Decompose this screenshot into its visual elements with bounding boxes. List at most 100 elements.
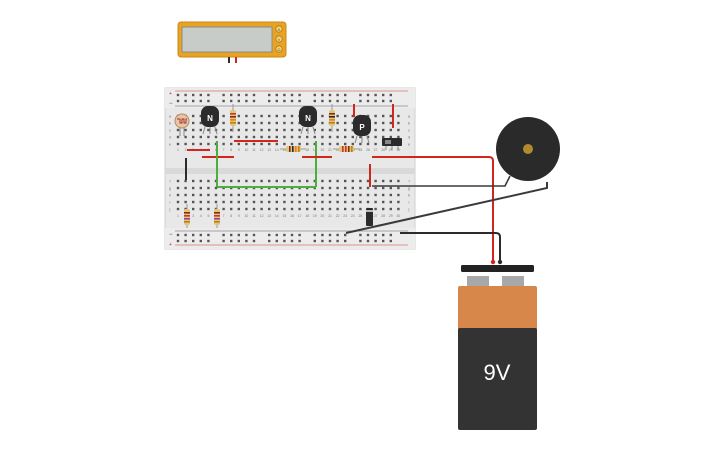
breadboard-hole[interactable] [245,193,248,197]
breadboard-hole[interactable] [359,135,362,139]
breadboard-hole[interactable] [199,207,202,211]
breadboard-hole[interactable] [397,200,400,204]
rail-hole[interactable] [283,239,286,243]
breadboard-hole[interactable] [176,128,180,132]
rail-hole[interactable] [252,93,256,97]
breadboard-hole[interactable] [397,179,400,183]
breadboard-hole[interactable] [374,121,377,125]
breadboard-hole[interactable] [283,128,286,132]
breadboard-hole[interactable] [245,128,248,132]
rail-hole[interactable] [275,239,278,243]
breadboard-hole[interactable] [321,114,324,118]
rail-hole[interactable] [321,93,324,97]
rail-hole[interactable] [359,239,362,243]
breadboard-hole[interactable] [321,142,324,146]
rail-hole[interactable] [328,93,332,97]
rail-hole[interactable] [298,99,301,103]
breadboard-hole[interactable] [275,207,278,211]
breadboard-hole[interactable] [192,142,195,146]
rail-hole[interactable] [237,233,240,237]
rail-hole[interactable] [336,93,339,97]
breadboard-hole[interactable] [328,193,332,197]
breadboard-hole[interactable] [382,128,385,132]
rail-hole[interactable] [275,99,278,103]
rail-hole[interactable] [275,233,278,237]
rail-hole[interactable] [321,239,324,243]
rail-hole[interactable] [184,239,187,243]
rail-hole[interactable] [176,93,180,97]
rail-hole[interactable] [176,233,180,237]
multimeter-button-v[interactable] [275,35,283,43]
rail-hole[interactable] [328,99,332,103]
breadboard-hole[interactable] [374,186,377,190]
rail-hole[interactable] [222,233,225,237]
breadboard-hole[interactable] [260,142,263,146]
breadboard-hole[interactable] [298,128,301,132]
breadboard-hole[interactable] [222,128,225,132]
breadboard-hole[interactable] [245,207,248,211]
breadboard-hole[interactable] [359,193,362,197]
breadboard-hole[interactable] [366,135,370,139]
breadboard-hole[interactable] [268,114,271,118]
breadboard-hole[interactable] [313,200,316,204]
breadboard-hole[interactable] [328,186,332,190]
rail-hole[interactable] [192,93,195,97]
rail-hole[interactable] [275,93,278,97]
breadboard-hole[interactable] [245,142,248,146]
breadboard-hole[interactable] [366,179,370,183]
breadboard-hole[interactable] [321,200,324,204]
breadboard-hole[interactable] [344,128,347,132]
breadboard-hole[interactable] [328,207,332,211]
breadboard-hole[interactable] [313,142,316,146]
rail-hole[interactable] [389,99,392,103]
breadboard-hole[interactable] [207,200,210,204]
breadboard-hole[interactable] [192,186,195,190]
breadboard-hole[interactable] [199,114,202,118]
rail-hole[interactable] [366,99,370,103]
breadboard-hole[interactable] [397,135,400,139]
breadboard-hole[interactable] [359,207,362,211]
rail-hole[interactable] [283,99,286,103]
resistor-vertical-2[interactable] [329,104,335,132]
breadboard-hole[interactable] [184,128,187,132]
breadboard-hole[interactable] [351,114,354,118]
breadboard-hole[interactable] [313,207,316,211]
breadboard-hole[interactable] [306,135,309,139]
breadboard-hole[interactable] [374,128,377,132]
rail-hole[interactable] [374,99,377,103]
rail-hole[interactable] [366,233,370,237]
breadboard-hole[interactable] [389,200,392,204]
rail-hole[interactable] [192,233,195,237]
breadboard-hole[interactable] [176,186,180,190]
breadboard-hole[interactable] [252,207,256,211]
breadboard-hole[interactable] [260,121,263,125]
breadboard-hole[interactable] [344,114,347,118]
rail-hole[interactable] [268,239,271,243]
breadboard-hole[interactable] [313,128,316,132]
breadboard-hole[interactable] [336,121,339,125]
breadboard-hole[interactable] [199,142,202,146]
breadboard-hole[interactable] [192,179,195,183]
breadboard-hole[interactable] [230,200,233,204]
breadboard-hole[interactable] [230,179,233,183]
rail-hole[interactable] [207,99,210,103]
slide-switch-icon[interactable] [382,138,402,150]
breadboard-hole[interactable] [199,193,202,197]
breadboard-hole[interactable] [321,179,324,183]
breadboard-hole[interactable] [382,179,385,183]
breadboard-hole[interactable] [268,200,271,204]
breadboard-hole[interactable] [306,200,309,204]
wire-black-to-battery[interactable] [400,232,501,262]
breadboard-hole[interactable] [275,114,278,118]
breadboard-hole[interactable] [397,121,400,125]
breadboard-hole[interactable] [207,186,210,190]
breadboard-hole[interactable] [351,193,354,197]
rail-hole[interactable] [298,93,301,97]
rail-hole[interactable] [321,233,324,237]
battery-9v[interactable]: 9V [458,265,537,430]
breadboard-hole[interactable] [298,121,301,125]
breadboard-hole[interactable] [351,142,354,146]
breadboard-hole[interactable] [298,193,301,197]
breadboard-hole[interactable] [389,186,392,190]
breadboard-hole[interactable] [328,128,332,132]
